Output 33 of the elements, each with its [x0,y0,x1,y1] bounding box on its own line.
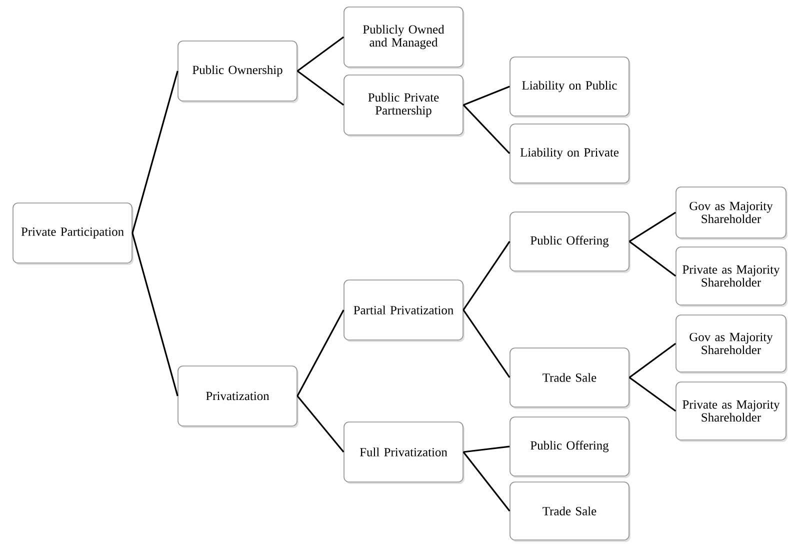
box: Full Privatization [344,422,464,484]
connector [628,342,676,378]
connector [462,241,510,310]
connector [132,232,178,396]
connector [463,446,510,453]
box: Public Offering [510,212,630,273]
box: Publicly Owned and Managed [344,6,464,69]
connector [296,70,344,106]
connector [628,376,676,412]
box: Partial Privatization [344,280,464,342]
connector [296,36,344,72]
box: Trade Sale [510,482,630,542]
box: Liability on Public [510,56,630,118]
connector [462,104,510,154]
connector [296,310,344,396]
connector [296,395,344,452]
box: Private as Majority Shareholder [676,382,788,442]
connector [462,452,510,512]
connector [628,240,676,277]
box: Public Offering [510,416,630,478]
box: Liability on Private [510,124,630,185]
box: Gov as Majority Shareholder [676,186,788,240]
box: Gov as Majority Shareholder [676,314,788,374]
box: Public Ownership [178,40,298,103]
connector [132,70,178,234]
box: Private Participation [12,202,134,265]
box: Privatization [178,366,298,428]
connector [462,310,510,378]
box: Public Private Partnership [344,74,464,137]
connector [463,86,510,106]
box: Private as Majority Shareholder [676,246,788,307]
box: Trade Sale [510,348,630,409]
connector [628,212,676,242]
